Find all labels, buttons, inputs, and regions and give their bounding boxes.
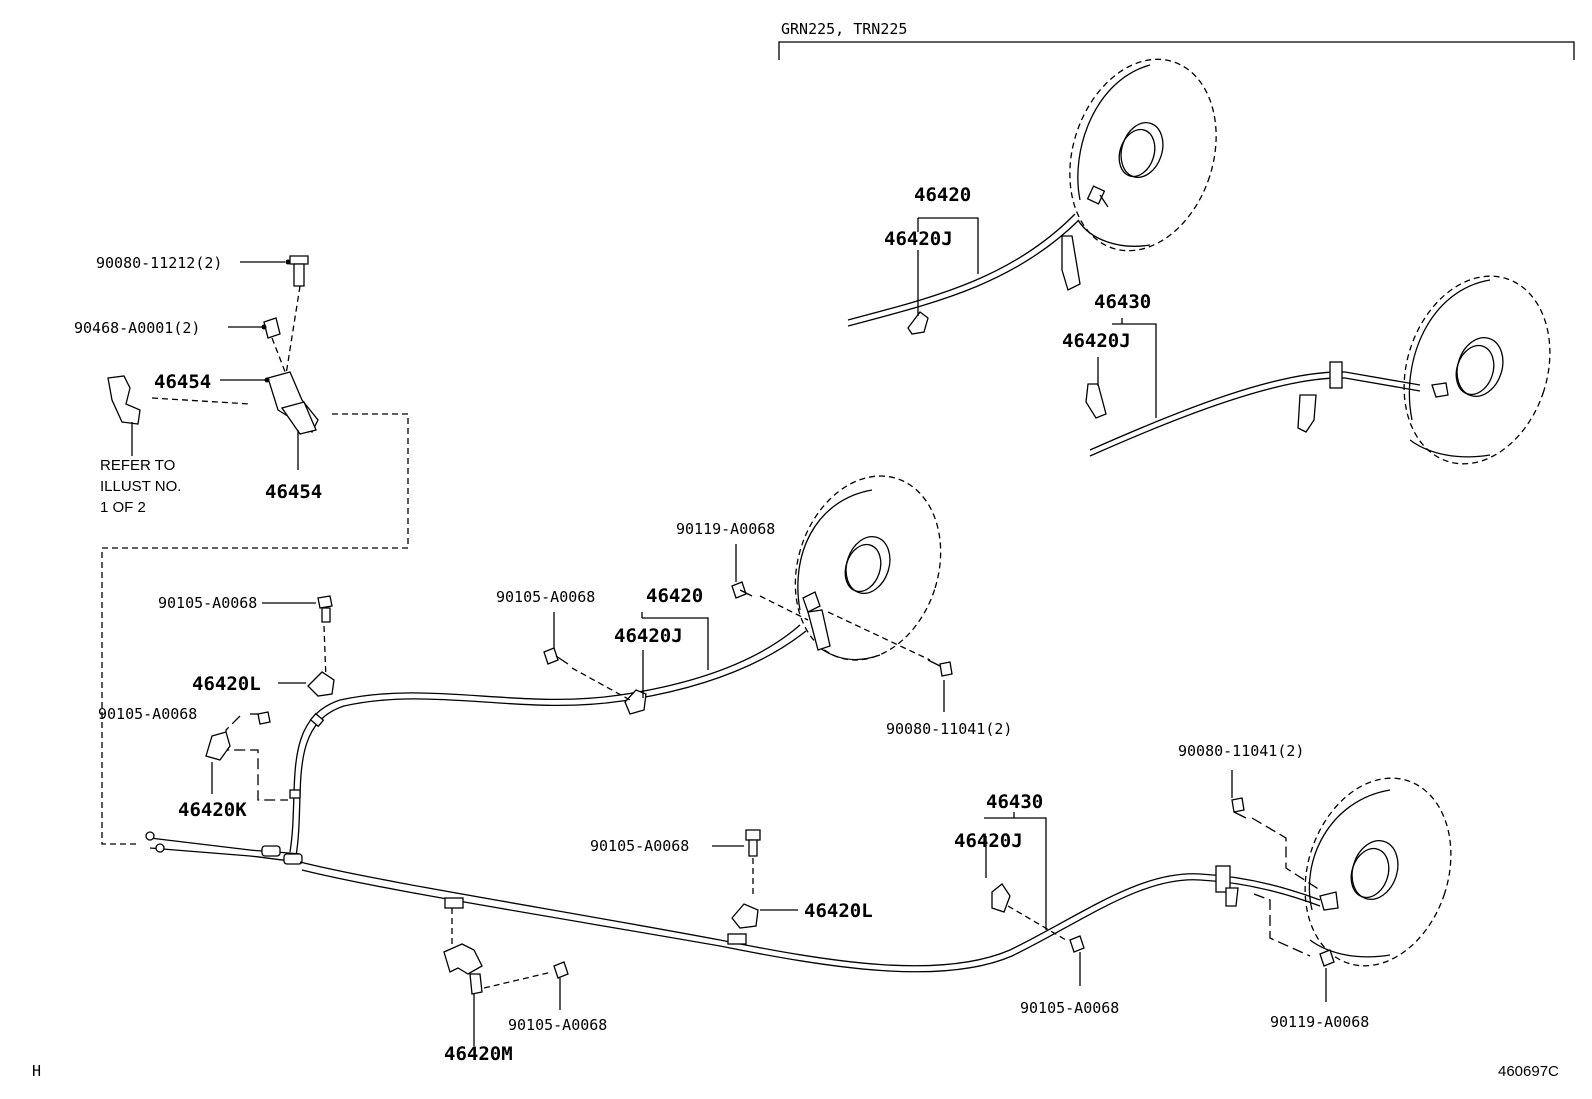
label-left-bolt-a: 90105-A0068 [158,594,257,612]
illustration-id: 460697C [1498,1063,1559,1080]
note-line-3: 1 OF 2 [100,499,146,516]
label-tr-clamp-l: 46420J [884,228,953,250]
top-cable-right [1085,361,1449,457]
label-mid-bolt-b: 90105-A0068 [496,588,595,606]
middle-disc [794,475,942,661]
note-line-1: REFER TO [100,457,175,474]
label-tr-cable-r: 46430 [1094,291,1151,313]
label-tr-cable-l: 46420 [914,184,971,206]
variant-bracket: GRN225, TRN225 [778,20,1575,60]
label-left-bolt-b: 90105-A0068 [98,705,197,723]
label-mid-cable: 46420 [646,585,703,607]
top-disc-left [1069,58,1217,252]
label-mid-bolt-c: 90080-11041(2) [886,720,1012,738]
label-tr-clamp-r: 46420J [1062,330,1131,352]
label-bottom-bolt-a: 90105-A0068 [590,837,689,855]
corner-label: H [32,1062,41,1080]
label-bottom-clip-m: 46420M [444,1043,513,1065]
label-bottom-clip-l: 46420L [804,900,873,922]
label-br-clamp: 46420J [954,830,1023,852]
label-mid-clamp: 46420J [614,625,683,647]
label-retainer-top: 90468-A0001(2) [74,319,200,337]
label-bracket-a: 46454 [154,371,211,393]
bracket-leaders [131,259,299,470]
bracket-group [101,255,409,845]
bottom-disc [1304,777,1452,967]
label-mid-bolt-a: 90119-A0068 [676,520,775,538]
bottom-clips [443,829,798,1046]
top-disc-right [1403,275,1551,465]
middle-hardware [543,544,953,712]
variant-label: GRN225, TRN225 [781,20,907,38]
label-bottom-bolt-b: 90105-A0068 [508,1016,607,1034]
label-br-bolt-a: 90080-11041(2) [1178,742,1304,760]
label-bracket-b: 46454 [265,481,322,503]
label-br-bolt-b: 90105-A0068 [1020,999,1119,1017]
note-line-2: ILLUST NO. [100,478,181,495]
label-left-clip-l: 46420L [192,673,261,695]
bottom-right-hardware [984,770,1335,1002]
main-cables [145,591,1339,973]
label-bolt-top: 90080-11212(2) [96,254,222,272]
top-right-leaders [917,217,1157,418]
label-br-cable: 46430 [986,791,1043,813]
label-br-bolt-c: 90119-A0068 [1270,1013,1369,1031]
left-clips [205,595,335,801]
label-left-clip-k: 46420K [178,799,247,821]
